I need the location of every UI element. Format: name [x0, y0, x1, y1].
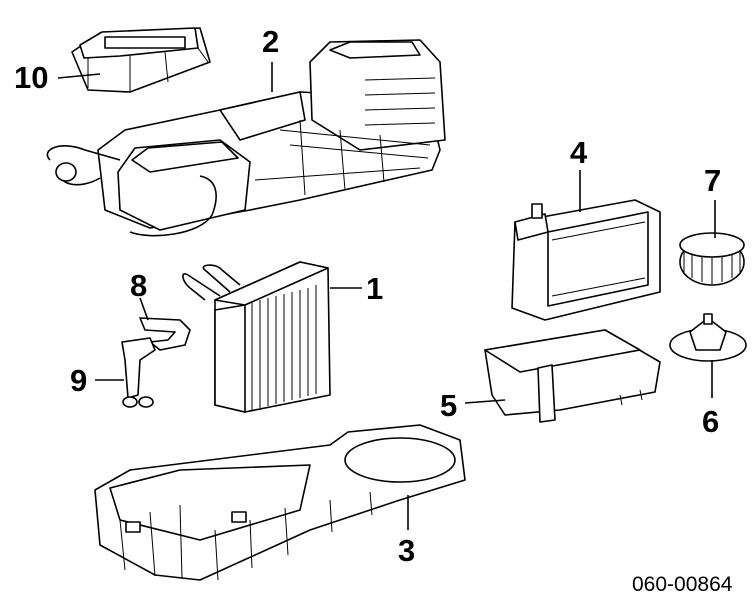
part-8-9-heater-tubes — [121, 317, 191, 408]
callout-5: 5 — [440, 388, 458, 423]
part-5-drain-pan — [484, 329, 661, 423]
drawing-code: 060-00864 — [632, 573, 733, 596]
callout-7: 7 — [704, 163, 722, 198]
callout-6: 6 — [702, 404, 720, 439]
callout-2: 2 — [262, 24, 280, 59]
part-2-hvac-housing — [46, 39, 446, 237]
part-7-blower-wheel — [679, 232, 745, 286]
part-10-intake-adapter — [71, 27, 211, 93]
callout-1: 1 — [366, 271, 384, 306]
callout-9: 9 — [70, 363, 88, 398]
callout-8: 8 — [130, 268, 148, 303]
callout-10: 10 — [14, 60, 49, 95]
part-1-evaporator-core — [182, 261, 331, 413]
leader-8 — [139, 297, 149, 321]
part-4-heater-core — [511, 199, 661, 321]
callout-3: 3 — [398, 533, 416, 568]
callout-4: 4 — [570, 135, 588, 170]
leader-lines — [57, 62, 716, 530]
part-3-lower-housing — [94, 424, 466, 581]
part-6-blower-motor — [669, 313, 747, 362]
leader-5 — [464, 399, 506, 404]
leader-10 — [57, 73, 101, 79]
